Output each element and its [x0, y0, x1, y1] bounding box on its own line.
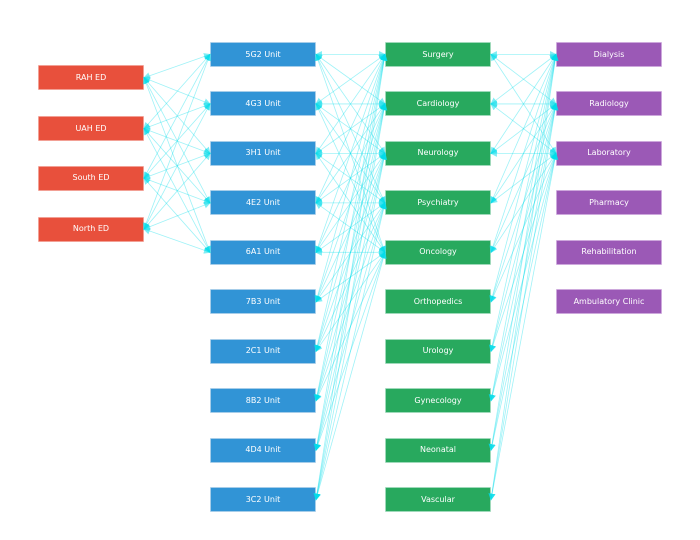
edge-lines [142, 51, 559, 501]
node-orthopedics: Orthopedics [385, 289, 491, 315]
node-3c2-unit: 3C2 Unit [210, 487, 316, 513]
node-7b3-unit: 7B3 Unit [210, 289, 316, 315]
node-neurology: Neurology [385, 140, 491, 166]
node-8b2-unit: 8B2 Unit [210, 388, 316, 414]
node-gynecology: Gynecology [385, 388, 491, 414]
node-3h1-unit: 3H1 Unit [210, 140, 316, 166]
node-vascular: Vascular [385, 487, 491, 513]
node-uah-ed: UAH ED [38, 116, 144, 142]
node-neonatal: Neonatal [385, 437, 491, 463]
node-north-ed: North ED [38, 216, 144, 242]
node-pharmacy: Pharmacy [556, 190, 662, 216]
node-dialysis: Dialysis [556, 42, 662, 67]
node-surgery: Surgery [385, 42, 491, 67]
node-oncology: Oncology [385, 239, 491, 265]
node-rah-ed: RAH ED [38, 65, 144, 91]
node-laboratory: Laboratory [556, 140, 662, 166]
node-south-ed: South ED [38, 165, 144, 191]
node-urology: Urology [385, 338, 491, 364]
node-2c1-unit: 2C1 Unit [210, 338, 316, 364]
node-5g2-unit: 5G2 Unit [210, 42, 316, 67]
node-4e2-unit: 4E2 Unit [210, 190, 316, 216]
node-6a1-unit: 6A1 Unit [210, 239, 316, 265]
node-cardiology: Cardiology [385, 91, 491, 117]
node-4d4-unit: 4D4 Unit [210, 437, 316, 463]
node-psychiatry: Psychiatry [385, 190, 491, 216]
node-rehabilitation: Rehabilitation [556, 239, 662, 265]
node-ambulatory-clinic: Ambulatory Clinic [556, 289, 662, 315]
node-4g3-unit: 4G3 Unit [210, 91, 316, 117]
node-radiology: Radiology [556, 91, 662, 117]
